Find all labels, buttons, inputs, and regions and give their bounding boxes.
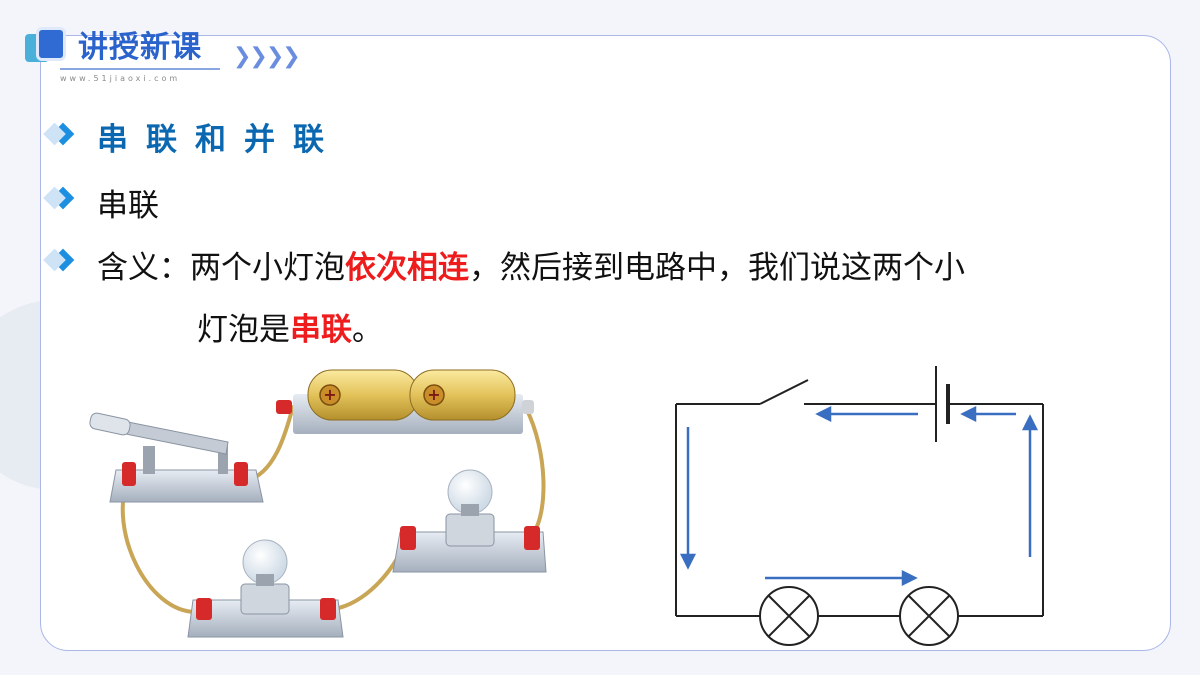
definition-text-4: 。 [352,312,383,348]
definition-line-2: 灯泡是串联。 [197,304,383,349]
chevron-right-icon: ❯❯❯❯ [233,44,301,69]
highlight-series: 串联 [290,312,352,348]
logo-icon [22,24,72,68]
definition-label: 含义： [97,250,190,286]
section-title: 讲授新课 [78,30,202,65]
definition-line-1: 含义：两个小灯泡依次相连，然后接到电路中，我们说这两个小 [97,242,965,287]
light-bulb-icon [187,539,344,638]
battery-plus-2: + [427,385,440,404]
knife-switch [89,412,264,503]
title-underline [60,68,220,70]
definition-text-1: 两个小灯泡 [190,250,345,286]
circuit-photo-svg: + + [89,369,547,638]
lamp-symbol [899,586,959,646]
highlight-sequential: 依次相连 [345,250,469,286]
schematic-wires [675,379,1044,617]
site-url: www.51jiaoxi.com [60,74,181,83]
battery-holder: + + [276,369,534,434]
circuit-photo: + + [88,362,549,649]
subheading-series: 串联 [97,188,159,224]
schematic-svg [675,366,1044,646]
definition-text-3: 灯泡是 [197,312,290,348]
lamp-symbol [759,586,819,646]
circuit-schematic [668,362,1051,649]
current-arrows [679,405,1039,587]
light-bulb-icon [392,469,547,573]
slide-heading: 串联和并联 [97,122,342,158]
definition-text-2: ，然后接到电路中，我们说这两个小 [469,250,965,286]
battery-symbol [935,366,950,442]
battery-plus-1: + [323,385,336,404]
